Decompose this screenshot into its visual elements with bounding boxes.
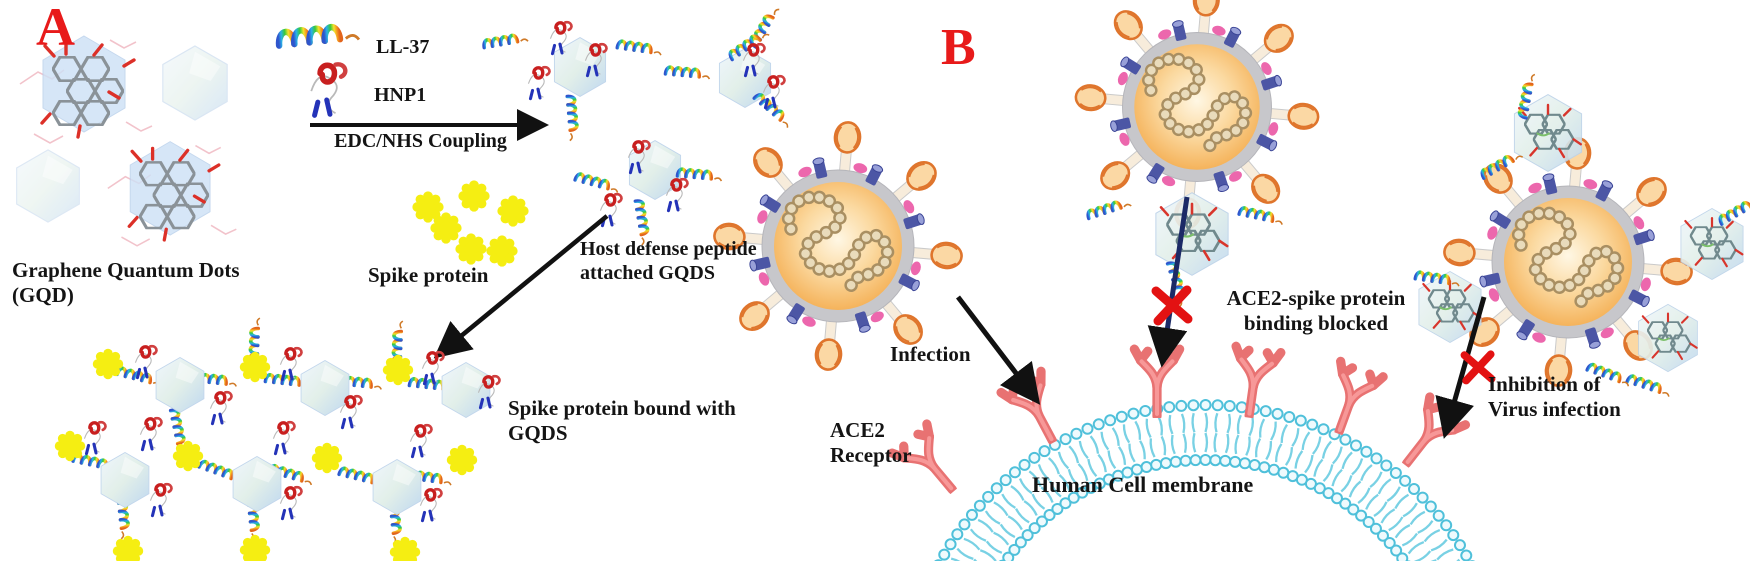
infection-label: Infection xyxy=(890,342,971,366)
inhibition-cross-icon xyxy=(1460,350,1496,385)
ll37-helix-icon xyxy=(278,24,359,48)
gqd-cluster-icon xyxy=(16,36,237,246)
blocked-cross-icon xyxy=(1151,285,1193,326)
panel-b-label: B xyxy=(941,19,976,76)
assembly-arrow xyxy=(433,214,609,359)
hnp1-peptide-icon xyxy=(311,64,345,115)
spike-bound-label: Spike protein bound with GQDS xyxy=(508,396,736,445)
ll37-label: LL-37 xyxy=(376,36,430,58)
infection-arrow xyxy=(956,295,1041,405)
ace2-receptor-label: ACE2 Receptor xyxy=(830,418,912,467)
panel-a-label: A xyxy=(36,0,75,57)
reaction-label: EDC/NHS Coupling xyxy=(334,130,507,152)
hnp1-label: HNP1 xyxy=(374,84,427,106)
inhibition-label: Inhibition of Virus infection xyxy=(1488,372,1621,421)
spike-protein-label: Spike protein xyxy=(368,263,489,287)
membrane-label: Human Cell membrane xyxy=(1032,472,1254,497)
cell-membrane-icon xyxy=(934,399,1476,561)
blocked-label: ACE2-spike protein binding blocked xyxy=(1226,286,1406,335)
gqd-spike-network-icon xyxy=(54,316,502,561)
virus-icon xyxy=(1075,0,1319,229)
gqd-caption: Graphene Quantum Dots (GQD) xyxy=(12,258,240,307)
panel-a-graphics xyxy=(16,3,795,561)
spike-protein-cluster-icon xyxy=(412,180,529,267)
hdp-gqds-label: Host defense peptide attached GQDS xyxy=(580,238,757,284)
panel-b-graphics xyxy=(713,0,1750,561)
hdp-gqds-icon xyxy=(481,3,795,247)
